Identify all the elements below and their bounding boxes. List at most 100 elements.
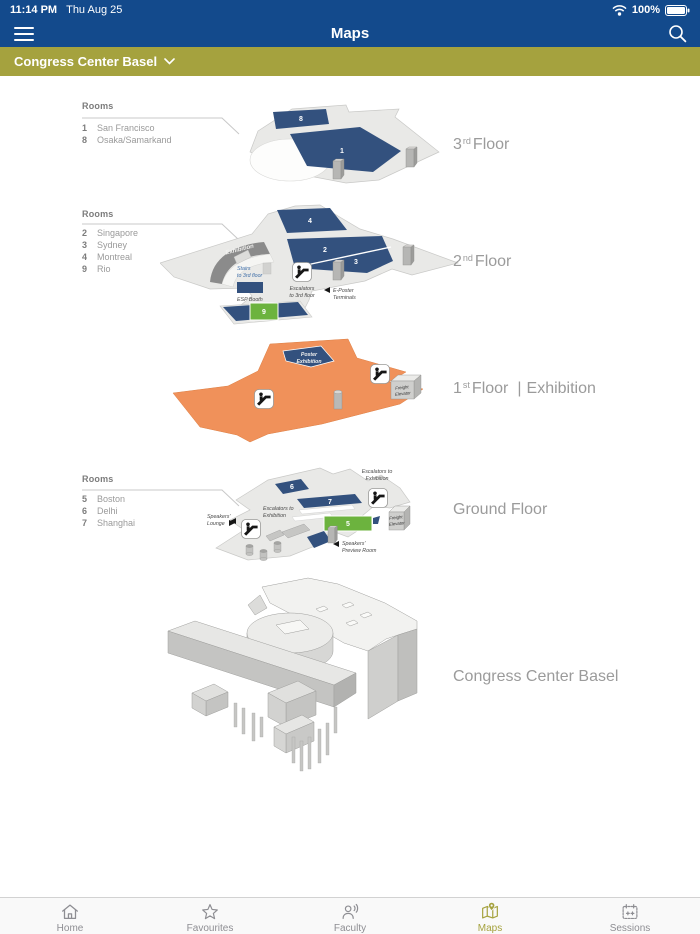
legend-room-row: 5 Boston — [82, 493, 232, 505]
escalators-note-l1: Escalators — [290, 286, 315, 292]
arrow-left-icon — [324, 287, 330, 293]
battery-percent: 100% — [631, 4, 660, 16]
maps-scroll-area[interactable]: Rooms 1 San Francisco 8 Osaka/Samarkand … — [0, 76, 700, 897]
elevator-shaft — [402, 244, 415, 266]
wall-block — [265, 529, 285, 542]
arrow-right-icon — [229, 520, 235, 526]
esc-top-note-l1: Escalators to — [362, 469, 393, 475]
star-icon — [202, 904, 218, 920]
room-area-1[interactable]: 1 — [290, 127, 401, 172]
page-title: Maps — [330, 25, 370, 42]
esp-booth-label: ESP Booth — [237, 297, 263, 303]
floor-map-ground[interactable]: 6 7 5 Speakers' Preview Room Escalators … — [178, 460, 463, 578]
room-number: 9 — [82, 264, 88, 274]
room-number: 7 — [82, 518, 88, 528]
legend-room-row: 7 Shanghai — [82, 517, 232, 529]
legend-leader-line — [82, 489, 240, 507]
status-date: Thu Aug 25 — [66, 4, 123, 16]
menu-button[interactable] — [14, 20, 34, 47]
freight-elevator: Freight Elevator — [390, 374, 422, 400]
svg-text:Poster: Poster — [301, 352, 318, 358]
hamburger-icon — [14, 26, 34, 41]
home-icon — [62, 904, 78, 920]
column — [333, 390, 343, 410]
tab-label: Sessions — [609, 923, 651, 934]
room-area-7[interactable]: 7 — [297, 494, 362, 508]
eposter-note-l2: Terminals — [333, 295, 356, 301]
legend-room-row: 2 Singapore — [82, 227, 232, 239]
room-name: Rio — [97, 264, 111, 274]
esc-left-note-l2: Exhibition — [263, 513, 286, 519]
room-name: Shanghai — [97, 518, 136, 528]
room-number: 2 — [82, 228, 88, 238]
room-area-4[interactable]: 4 — [277, 208, 347, 233]
floor-map-2nd[interactable]: Exhibition 4 2 3 Stairs to 3rd floor ESP… — [160, 200, 460, 332]
venue-selector[interactable]: Congress Center Basel — [0, 47, 700, 76]
svg-text:4: 4 — [308, 218, 312, 225]
legend-room-row: 4 Montreal — [82, 251, 232, 263]
lounge-note-l2: Lounge — [207, 521, 225, 527]
room-number: 8 — [82, 135, 88, 145]
legend-leader-line — [82, 117, 240, 135]
legend-room-row: 9 Rio — [82, 263, 232, 275]
escalator-badge — [292, 262, 312, 282]
esc-top-note-l2: Exhibition — [366, 476, 389, 482]
room-number: 5 — [82, 494, 88, 504]
preview-note-l2: Preview Room — [342, 548, 377, 554]
tab-faculty[interactable]: Faculty — [280, 898, 420, 934]
room-area-8[interactable]: 8 — [273, 109, 329, 129]
status-time: 11:14 PM — [10, 4, 58, 16]
battery-icon — [665, 4, 690, 16]
escalator-badge — [368, 488, 388, 508]
rooms-legend-ground-items: 5 Boston 6 Delhi 7 Shanghai — [82, 493, 232, 529]
svg-text:Freight: Freight — [395, 384, 410, 390]
building-shapes — [167, 577, 418, 772]
speaker-person-icon — [342, 903, 359, 920]
tab-sessions[interactable]: Sessions — [560, 898, 700, 934]
arrow-left-icon — [333, 541, 339, 547]
svg-text:7: 7 — [328, 499, 332, 506]
freight-elevator: Freight Elevator — [388, 505, 411, 531]
svg-text:8: 8 — [299, 116, 303, 123]
room-area-2-3[interactable]: 2 3 — [287, 236, 393, 273]
tab-maps[interactable]: Maps — [420, 898, 560, 934]
legend-room-row: 6 Delhi — [82, 505, 232, 517]
escalator-badge — [241, 519, 261, 539]
esc-left-note-l1: Escalators to — [263, 506, 294, 512]
elevator-shaft — [405, 146, 418, 168]
building-model[interactable] — [140, 575, 440, 795]
preview-note-l1: Speakers' — [342, 541, 366, 547]
stairs-note-l1: Stairs — [237, 266, 251, 272]
preview-room-area — [307, 531, 331, 548]
tab-label: Favourites — [186, 923, 234, 934]
floor-map-1st[interactable]: Poster Exhibition Freight Elevator — [170, 330, 460, 452]
room-area-9[interactable]: 9 — [249, 302, 279, 321]
stairs-wedge — [233, 249, 252, 265]
chevron-down-icon — [164, 58, 175, 65]
tab-favourites[interactable]: Favourites — [140, 898, 280, 934]
room-number: 4 — [82, 252, 88, 262]
room-name: San Francisco — [97, 123, 155, 133]
rooms-legend-3rd-floor: Rooms — [82, 101, 232, 111]
esp-booth-area — [237, 282, 263, 293]
rooms-legend-3rd-items: 1 San Francisco 8 Osaka/Samarkand — [82, 122, 232, 146]
room-name: Delhi — [97, 506, 118, 516]
venue-label: Congress Center Basel — [14, 54, 158, 69]
search-button[interactable] — [667, 20, 688, 47]
floor-map-3rd[interactable]: 8 1 — [230, 100, 450, 195]
elevator-shaft — [327, 525, 338, 544]
svg-text:9: 9 — [262, 309, 266, 316]
tab-home[interactable]: Home — [0, 898, 140, 934]
room-area-6[interactable]: 6 — [275, 479, 309, 494]
elevator-shaft — [332, 158, 345, 180]
svg-text:Freight: Freight — [389, 514, 404, 520]
svg-text:5: 5 — [346, 521, 350, 528]
map-pin-icon — [482, 902, 498, 919]
poster-exhibition-area[interactable]: Poster Exhibition — [282, 345, 335, 368]
legend-header: Rooms — [82, 101, 114, 111]
svg-text:3: 3 — [354, 259, 358, 266]
